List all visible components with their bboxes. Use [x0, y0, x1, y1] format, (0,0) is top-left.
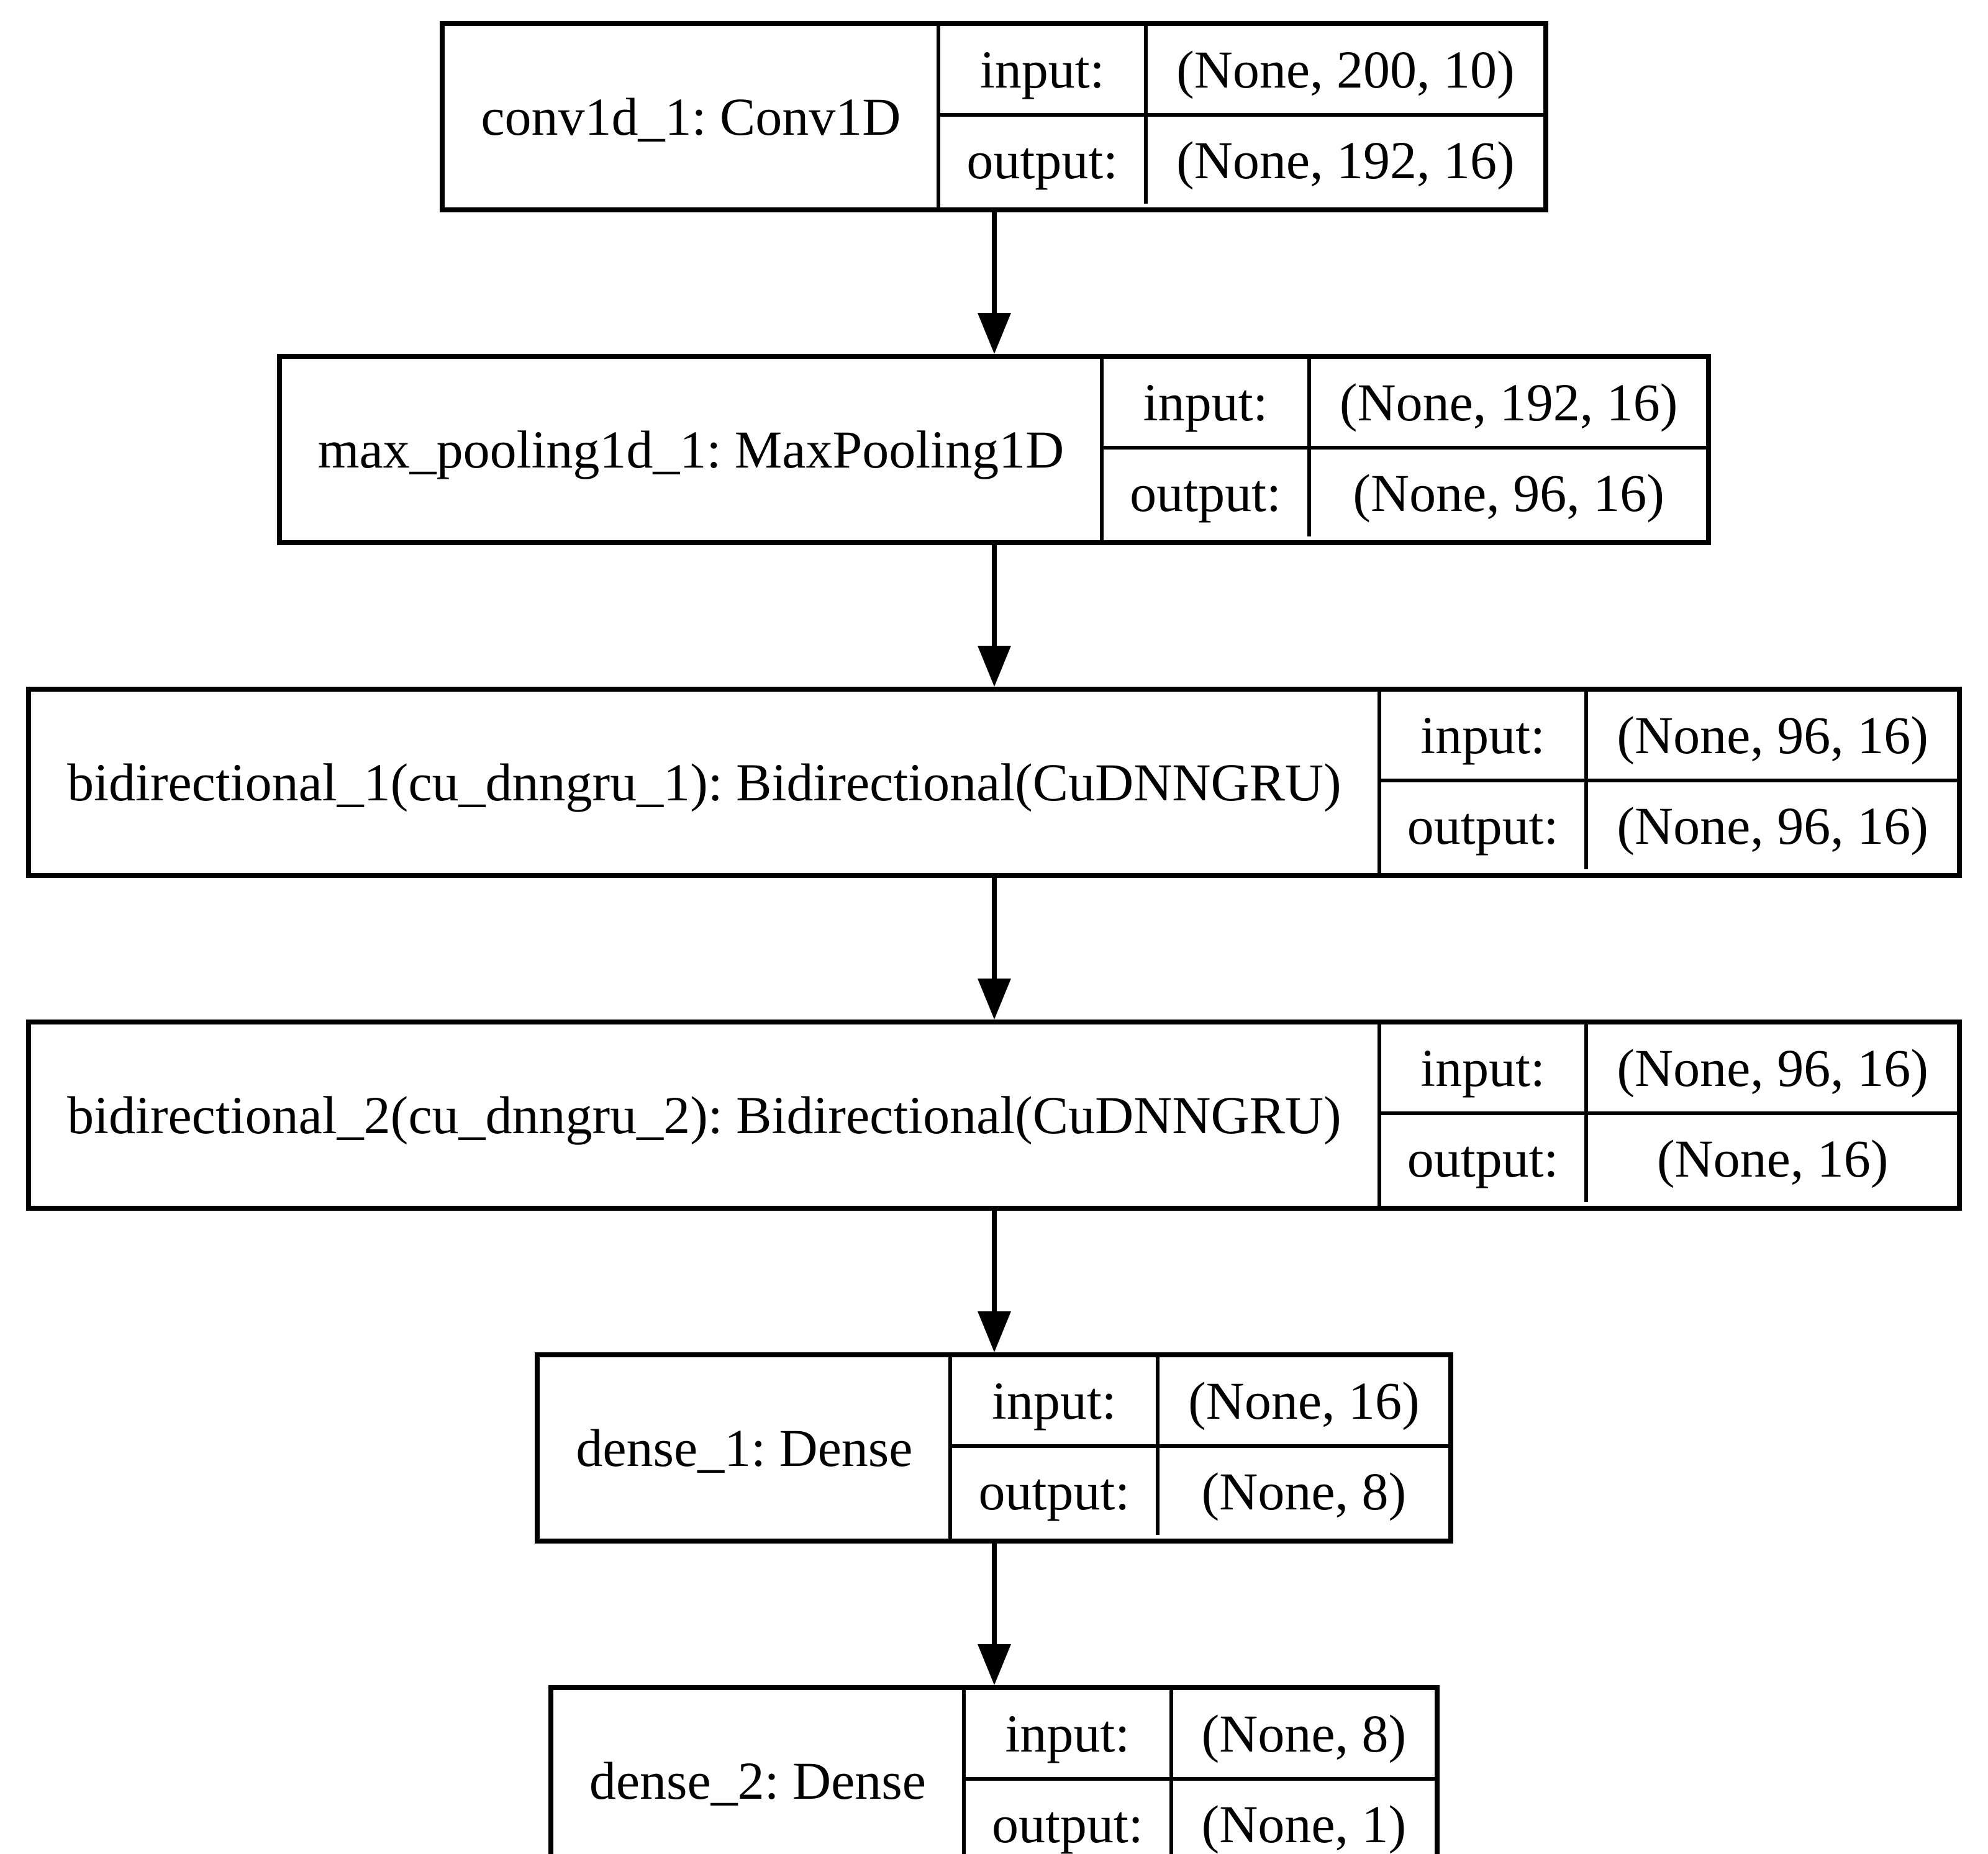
output-shape: (None, 8) — [1201, 1462, 1407, 1521]
arrow-head — [977, 646, 1011, 687]
arrow-line — [991, 878, 997, 979]
layer-title: dense_2: Dense — [553, 1690, 966, 1854]
layer-io-table: input: (None, 96, 16) output: (None, 16) — [1381, 1024, 1957, 1206]
output-label: output: — [1104, 450, 1311, 536]
input-shape: (None, 16) — [1160, 1357, 1448, 1448]
layer-title: conv1d_1: Conv1D — [445, 26, 941, 207]
output-shape: (None, 96, 16) — [1353, 463, 1664, 523]
arrow-line — [991, 545, 997, 646]
layer-node-max-pooling1d-1: max_pooling1d_1: MaxPooling1D input: (No… — [276, 354, 1712, 545]
output-label: output: — [966, 1781, 1173, 1854]
output-shape: (None, 1) — [1201, 1794, 1407, 1854]
output-shape: (None, 16) — [1656, 1129, 1889, 1188]
layer-title: bidirectional_2(cu_dnngru_2): Bidirectio… — [31, 1024, 1381, 1206]
output-shape: (None, 96, 16) — [1617, 796, 1928, 856]
arrow-head — [977, 313, 1011, 354]
layer-node-dense-1: dense_1: Dense input: (None, 16) output:… — [535, 1352, 1453, 1544]
input-label: input: — [952, 1357, 1160, 1448]
arrow-head — [977, 1311, 1011, 1352]
arrow-down-icon — [976, 545, 1013, 687]
layer-title: max_pooling1d_1: MaxPooling1D — [282, 359, 1104, 540]
input-shape: (None, 200, 10) — [1148, 26, 1543, 117]
layer-io-table: input: (None, 192, 16) output: (None, 96… — [1104, 359, 1707, 540]
layer-node-bidirectional-2: bidirectional_2(cu_dnngru_2): Bidirectio… — [26, 1020, 1962, 1211]
layer-title: bidirectional_1(cu_dnngru_1): Bidirectio… — [31, 692, 1381, 873]
arrow-line — [991, 1544, 997, 1644]
layer-node-bidirectional-1: bidirectional_1(cu_dnngru_1): Bidirectio… — [26, 687, 1962, 878]
layer-io-table: input: (None, 16) output: (None, 8) — [952, 1357, 1448, 1539]
output-shape: (None, 192, 16) — [1176, 130, 1515, 190]
arrow-down-icon — [976, 212, 1013, 354]
arrow-head — [977, 1644, 1011, 1685]
arrow-down-icon — [976, 1211, 1013, 1352]
input-shape: (None, 96, 16) — [1588, 692, 1957, 782]
input-shape: (None, 192, 16) — [1310, 359, 1707, 450]
arrow-line — [991, 1211, 997, 1311]
arrow-down-icon — [976, 1544, 1013, 1685]
layer-io-table: input: (None, 8) output: (None, 1) — [965, 1690, 1435, 1854]
output-label: output: — [1381, 782, 1589, 869]
arrow-down-icon — [976, 878, 1013, 1020]
input-label: input: — [965, 1690, 1173, 1781]
layer-io-table: input: (None, 200, 10) output: (None, 19… — [940, 26, 1543, 207]
output-label: output: — [1381, 1115, 1589, 1202]
input-shape: (None, 8) — [1173, 1690, 1435, 1781]
input-label: input: — [1381, 692, 1589, 782]
input-label: input: — [1104, 359, 1311, 450]
output-label: output: — [940, 117, 1148, 204]
input-label: input: — [940, 26, 1148, 117]
layer-title: dense_1: Dense — [540, 1357, 953, 1539]
input-shape: (None, 96, 16) — [1588, 1024, 1957, 1115]
layer-node-conv1d-1: conv1d_1: Conv1D input: (None, 200, 10) … — [440, 21, 1548, 212]
input-label: input: — [1381, 1024, 1589, 1115]
output-label: output: — [952, 1448, 1160, 1535]
arrow-line — [991, 212, 997, 313]
layer-node-dense-2: dense_2: Dense input: (None, 8) output: … — [548, 1685, 1440, 1854]
layer-io-table: input: (None, 96, 16) output: (None, 96,… — [1381, 692, 1957, 873]
arrow-head — [977, 979, 1011, 1020]
